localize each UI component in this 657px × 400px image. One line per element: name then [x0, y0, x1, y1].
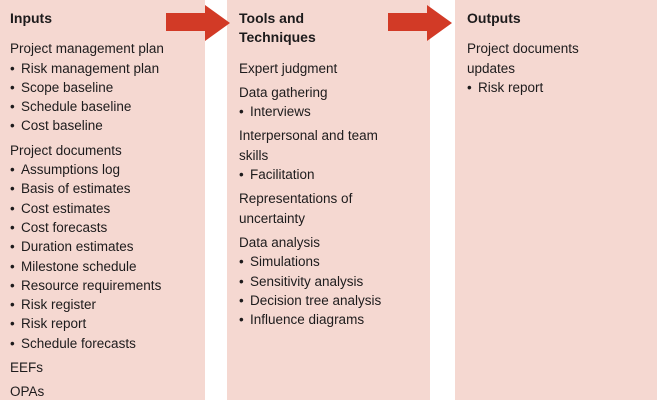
item-label: EEFs	[10, 360, 44, 376]
column-outputs: Outputs Project documents updates • Risk r…	[455, 0, 657, 400]
bullet-item: • Interviews	[239, 102, 416, 121]
bullet-item: • Cost baseline	[10, 116, 191, 135]
bullet-text: Resource requirements	[21, 277, 162, 293]
bullet-dot-icon: •	[239, 292, 244, 308]
bullet-text: Basis of estimates	[21, 181, 131, 197]
bullet-text: Cost estimates	[21, 200, 111, 216]
bullet-dot-icon: •	[10, 99, 15, 115]
bullet-dot-icon: •	[239, 312, 244, 328]
bullet-item: • Risk report	[467, 78, 643, 97]
bullet-dot-icon: •	[10, 258, 15, 274]
bullet-item: • Schedule forecasts	[10, 334, 191, 353]
item-group: Project documents updates • Risk report	[467, 39, 643, 97]
bullet-item: • Risk register	[10, 295, 191, 314]
item-group: EEFs	[10, 358, 191, 377]
item-group: Representations of uncertainty	[239, 189, 416, 228]
bullet-item: • Facilitation	[239, 165, 416, 184]
column-body-inputs: Project management plan • Risk management …	[10, 39, 191, 400]
bullet-dot-icon: •	[10, 79, 15, 95]
item-label: Interpersonal and team skills	[239, 128, 378, 163]
bullet-item: • Assumptions log	[10, 160, 191, 179]
item-group: Data analysis • Simulations • Sensitivity an…	[239, 233, 416, 329]
item-group: OPAs	[10, 382, 191, 400]
bullet-item: • Cost estimates	[10, 199, 191, 218]
bullet-item: • Milestone schedule	[10, 257, 191, 276]
bullet-text: Cost baseline	[21, 118, 103, 134]
bullet-text: Cost forecasts	[21, 219, 108, 235]
bullet-text: Sensitivity analysis	[250, 273, 364, 289]
bullet-dot-icon: •	[10, 219, 15, 235]
column-title-inputs: Inputs	[10, 10, 52, 26]
column-body-outputs: Project documents updates • Risk report	[467, 39, 643, 97]
bullet-dot-icon: •	[10, 297, 15, 313]
bullet-text: Risk report	[478, 79, 544, 95]
bullet-item: • Sensitivity analysis	[239, 272, 416, 291]
right-arrow-icon-inputs-to-tools	[166, 5, 230, 41]
right-arrow-shape	[166, 5, 230, 41]
bullet-text: Facilitation	[250, 167, 315, 183]
item-group: Project management plan • Risk management …	[10, 39, 191, 135]
right-arrow-icon-tools-to-outputs	[388, 5, 452, 41]
item-label: Project documents updates	[467, 41, 579, 76]
bullet-dot-icon: •	[10, 316, 15, 332]
bullet-item: • Duration estimates	[10, 237, 191, 256]
bullet-text: Schedule forecasts	[21, 335, 136, 351]
bullet-text: Duration estimates	[21, 239, 134, 255]
item-label: Data gathering	[239, 84, 328, 100]
bullet-item: • Risk management plan	[10, 59, 191, 78]
bullet-dot-icon: •	[10, 162, 15, 178]
bullet-item: • Decision tree analysis	[239, 291, 416, 310]
bullet-item: • Cost forecasts	[10, 218, 191, 237]
bullet-dot-icon: •	[10, 277, 15, 293]
item-label: OPAs	[10, 384, 45, 400]
item-label: Data analysis	[239, 234, 321, 250]
item-group: Interpersonal and team skills • Facilitati…	[239, 126, 416, 184]
bullet-dot-icon: •	[10, 181, 15, 197]
bullet-text: Milestone schedule	[21, 258, 137, 274]
bullet-dot-icon: •	[239, 104, 244, 120]
item-label: Project documents	[10, 142, 122, 158]
bullet-dot-icon: •	[10, 200, 15, 216]
bullet-text: Schedule baseline	[21, 99, 132, 115]
column-title-tools-and-techniques: Tools and Techniques	[239, 10, 316, 46]
bullet-text: Risk register	[21, 297, 97, 313]
bullet-item: • Scope baseline	[10, 78, 191, 97]
column-title-outputs: Outputs	[467, 10, 521, 26]
item-label: Representations of uncertainty	[239, 191, 353, 226]
bullet-dot-icon: •	[239, 167, 244, 183]
bullet-item: • Risk report	[10, 314, 191, 333]
item-group: Data gathering • Interviews	[239, 83, 416, 122]
bullet-dot-icon: •	[239, 273, 244, 289]
right-arrow-shape	[388, 5, 452, 41]
bullet-text: Risk management plan	[21, 60, 160, 76]
item-label: Project management plan	[10, 41, 164, 57]
bullet-text: Risk report	[21, 316, 87, 332]
bullet-text: Assumptions log	[21, 162, 121, 178]
bullet-text: Scope baseline	[21, 79, 114, 95]
bullet-item: • Schedule baseline	[10, 97, 191, 116]
bullet-text: Simulations	[250, 254, 320, 270]
bullet-item: • Influence diagrams	[239, 310, 416, 329]
bullet-dot-icon: •	[10, 60, 15, 76]
bullet-dot-icon: •	[10, 118, 15, 134]
item-group: Expert judgment	[239, 59, 416, 78]
bullet-item: • Basis of estimates	[10, 179, 191, 198]
bullet-item: • Simulations	[239, 252, 416, 271]
bullet-dot-icon: •	[10, 335, 15, 351]
bullet-text: Decision tree analysis	[250, 292, 382, 308]
item-group: Project documents • Assumptions log • Basis …	[10, 141, 191, 353]
bullet-item: • Resource requirements	[10, 276, 191, 295]
bullet-text: Interviews	[250, 104, 311, 120]
bullet-dot-icon: •	[239, 254, 244, 270]
bullet-text: Influence diagrams	[250, 312, 365, 328]
bullet-dot-icon: •	[467, 79, 472, 95]
bullet-dot-icon: •	[10, 239, 15, 255]
column-inputs: Inputs Project management plan • Risk mana…	[0, 0, 205, 400]
item-label: Expert judgment	[239, 60, 338, 76]
